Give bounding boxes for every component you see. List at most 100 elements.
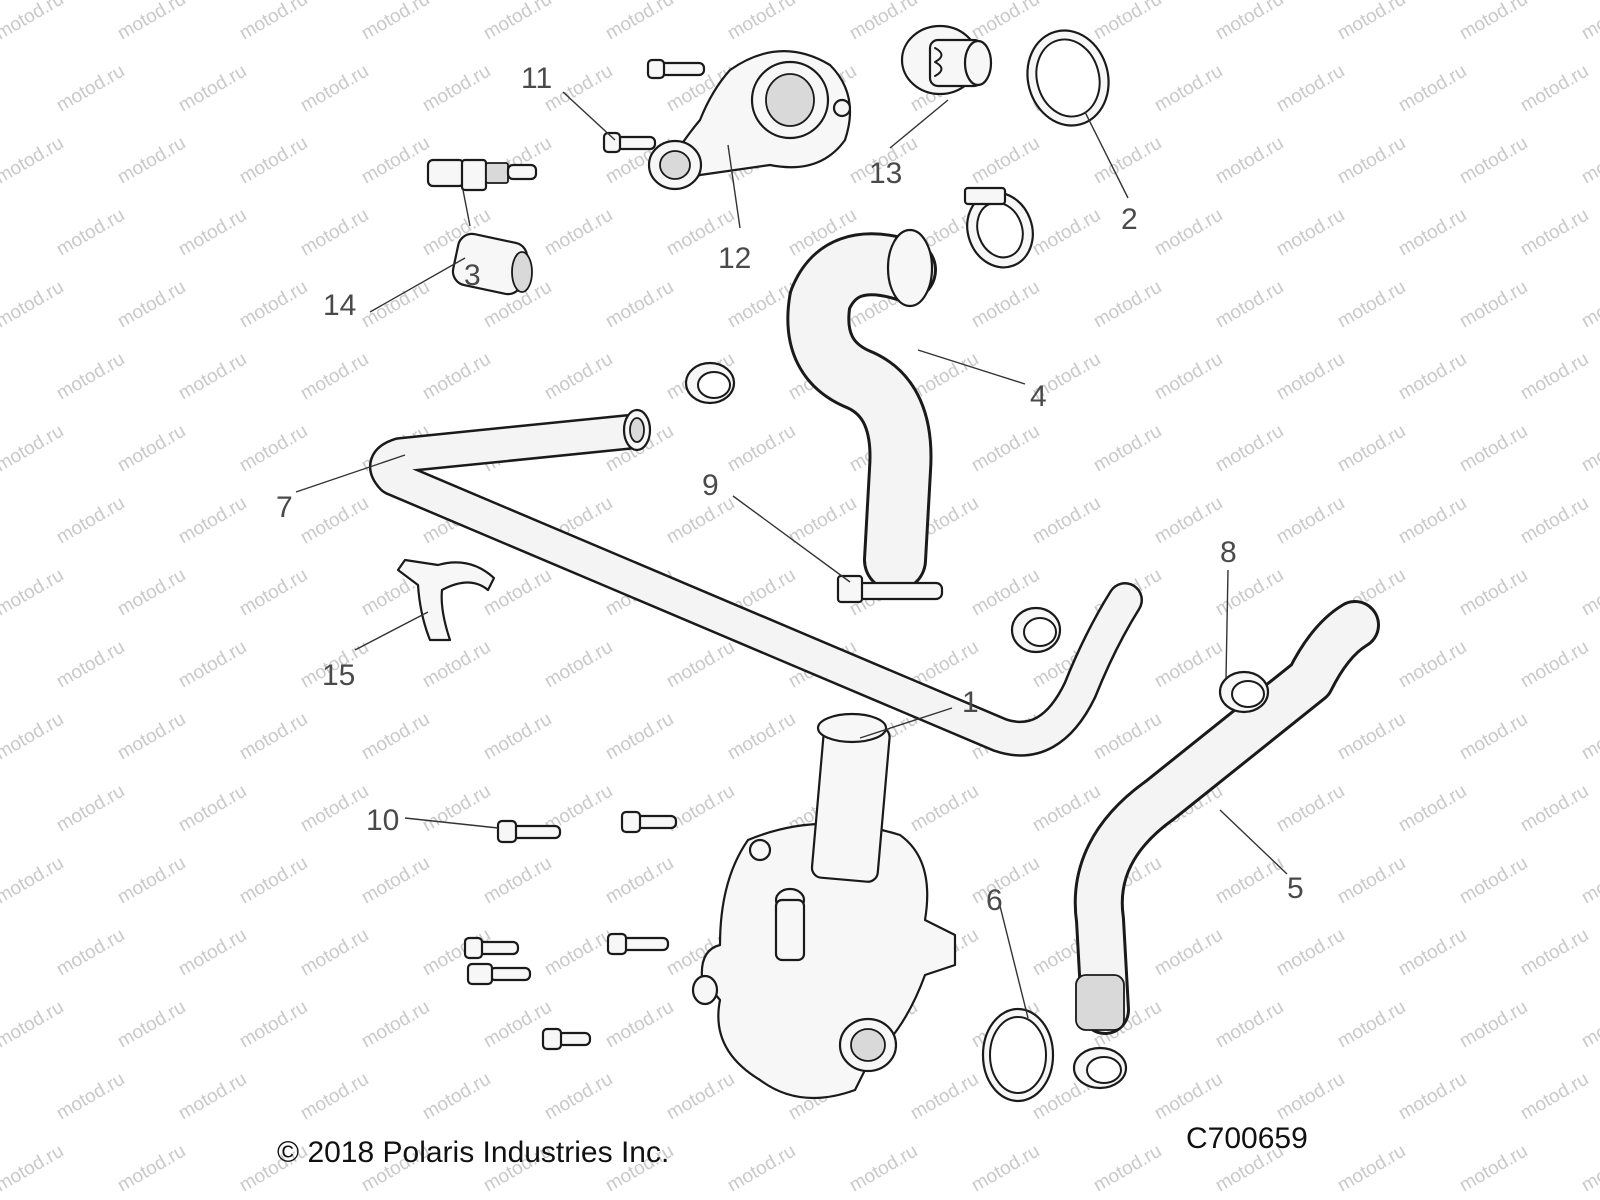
watermark-text: motod.ru <box>1273 925 1348 981</box>
watermark-text: motod.ru <box>175 1069 250 1125</box>
watermark-text: motod.ru <box>1334 421 1409 477</box>
callout-9: 9 <box>702 469 719 502</box>
bolts-11 <box>602 58 706 154</box>
watermark-text: motod.ru <box>1517 925 1592 981</box>
watermark-text: motod.ru <box>968 1141 1043 1197</box>
watermark-text: motod.ru <box>419 1069 494 1125</box>
callout-14: 14 <box>323 289 356 322</box>
watermark-text: motod.ru <box>114 565 189 621</box>
upper-hose-4 <box>786 228 937 592</box>
watermark-text: motod.ru <box>0 133 67 189</box>
watermark-text: motod.ru <box>114 0 189 44</box>
watermark-text: motod.ru <box>1578 277 1600 333</box>
watermark-text: motod.ru <box>1578 0 1600 44</box>
callout-6: 6 <box>986 884 1003 917</box>
watermark-text: motod.ru <box>724 0 799 44</box>
watermark-text: motod.ru <box>358 709 433 765</box>
watermark-text: motod.ru <box>480 0 555 44</box>
watermark-text: motod.ru <box>1517 205 1592 261</box>
watermark-text: motod.ru <box>1395 61 1470 117</box>
watermark-text: motod.ru <box>53 925 128 981</box>
clamp-bottom <box>1072 1046 1128 1090</box>
watermark-text: motod.ru <box>1456 277 1531 333</box>
watermark-text: motod.ru <box>1517 61 1592 117</box>
watermark-text: motod.ru <box>602 277 677 333</box>
clamp-near-4-top <box>963 186 1034 269</box>
watermark-text: motod.ru <box>236 565 311 621</box>
callout-7: 7 <box>276 491 293 524</box>
watermark-text: motod.ru <box>297 781 372 837</box>
watermark-text: motod.ru <box>1517 493 1592 549</box>
watermark-text: motod.ru <box>358 853 433 909</box>
watermark-text: motod.ru <box>1334 277 1409 333</box>
watermark-text: motod.ru <box>236 0 311 44</box>
watermark-text: motod.ru <box>1578 565 1600 621</box>
watermark-text: motod.ru <box>1151 637 1226 693</box>
clamp-8 <box>1218 670 1270 714</box>
watermark-text: motod.ru <box>968 133 1043 189</box>
watermark-text: motod.ru <box>1151 1069 1226 1125</box>
watermark-text: motod.ru <box>663 637 738 693</box>
watermark-text: motod.ru <box>175 925 250 981</box>
callout-12: 12 <box>718 242 751 275</box>
watermark-text: motod.ru <box>1456 853 1531 909</box>
watermark-text: motod.ru <box>236 853 311 909</box>
watermark-text: motod.ru <box>1212 133 1287 189</box>
watermark-text: motod.ru <box>1456 709 1531 765</box>
watermark-text: motod.ru <box>724 709 799 765</box>
watermark-text: motod.ru <box>663 1069 738 1125</box>
watermark-text: motod.ru <box>968 853 1043 909</box>
watermark-text: motod.ru <box>1029 205 1104 261</box>
watermark-text: motod.ru <box>114 421 189 477</box>
watermark-text: motod.ru <box>53 1069 128 1125</box>
watermark-text: motod.ru <box>0 853 67 909</box>
watermark-text: motod.ru <box>419 637 494 693</box>
watermark-text: motod.ru <box>53 493 128 549</box>
watermark-text: motod.ru <box>1517 781 1592 837</box>
watermark-text: motod.ru <box>1578 853 1600 909</box>
connector-14 <box>451 232 533 296</box>
watermark-text: motod.ru <box>1212 0 1287 44</box>
callout-13: 13 <box>869 157 902 190</box>
watermark-text: motod.ru <box>1090 133 1165 189</box>
leader-lines <box>295 91 1288 1019</box>
watermark-text: motod.ru <box>53 61 128 117</box>
watermark-text: motod.ru <box>1090 277 1165 333</box>
watermark-text: motod.ru <box>968 421 1043 477</box>
watermark-text: motod.ru <box>1395 781 1470 837</box>
watermark-text: motod.ru <box>236 277 311 333</box>
watermark-text: motod.ru <box>53 637 128 693</box>
watermark-text: motod.ru <box>541 61 616 117</box>
o-ring-6 <box>981 1007 1055 1103</box>
watermark-text: motod.ru <box>1334 997 1409 1053</box>
watermark-text: motod.ru <box>724 421 799 477</box>
watermark-text: motod.ru <box>480 709 555 765</box>
callout-11: 11 <box>521 62 552 95</box>
watermark-text: motod.ru <box>1334 853 1409 909</box>
callout-4: 4 <box>1030 380 1047 413</box>
watermark-text: motod.ru <box>1578 421 1600 477</box>
watermark-text: motod.ru <box>358 0 433 44</box>
clip-15 <box>396 558 496 642</box>
clamp-9 <box>836 574 944 604</box>
watermark-text: motod.ru <box>114 1141 189 1197</box>
watermark-text: motod.ru <box>1273 61 1348 117</box>
watermark-text: motod.ru <box>724 1141 799 1197</box>
watermark-text: motod.ru <box>358 997 433 1053</box>
watermark-text: motod.ru <box>175 493 250 549</box>
watermark-text: motod.ru <box>1578 997 1600 1053</box>
watermark-text: motod.ru <box>541 925 616 981</box>
watermark-text: motod.ru <box>1578 133 1600 189</box>
thermostat-housing-12 <box>647 50 852 191</box>
watermark-text: motod.ru <box>1334 1141 1409 1197</box>
watermark-text: motod.ru <box>602 997 677 1053</box>
watermark-text: motod.ru <box>114 709 189 765</box>
watermark-text: motod.ru <box>1517 349 1592 405</box>
watermark-text: motod.ru <box>1151 205 1226 261</box>
clamp-mid <box>1010 606 1062 654</box>
water-pump <box>691 712 957 1100</box>
watermark-text: motod.ru <box>175 61 250 117</box>
watermark-text: motod.ru <box>236 421 311 477</box>
watermark-text: motod.ru <box>0 997 67 1053</box>
watermark-text: motod.ru <box>1456 1141 1531 1197</box>
